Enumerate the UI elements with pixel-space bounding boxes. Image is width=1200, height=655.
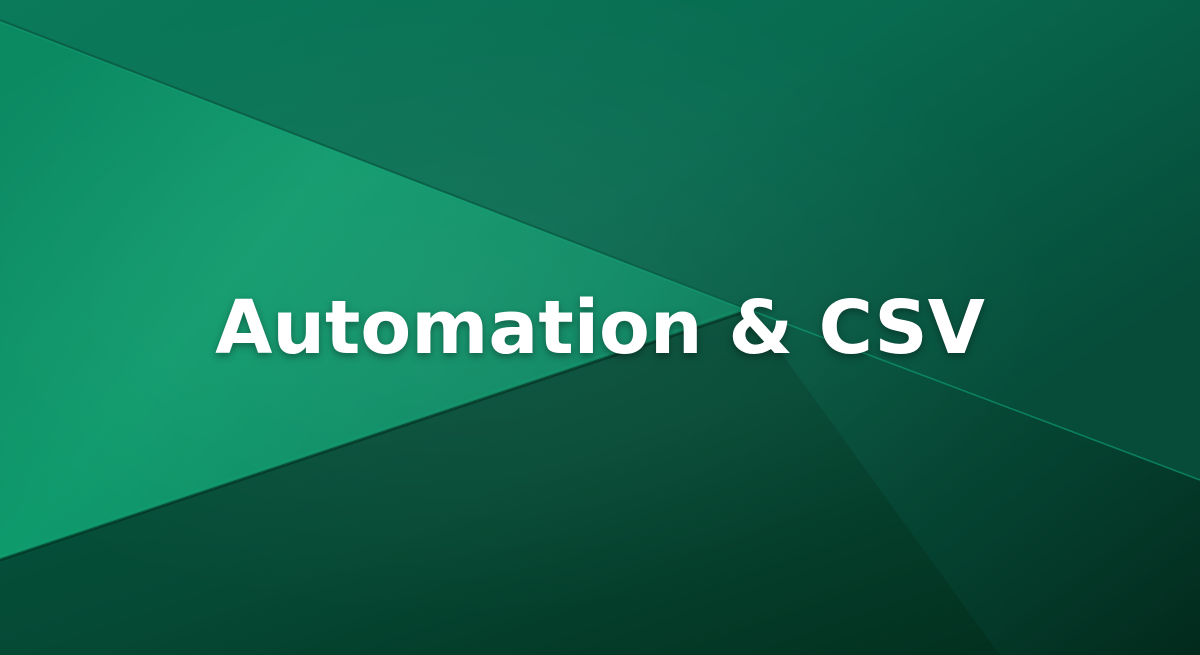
page-title-text: Automation & CSV bbox=[215, 284, 985, 371]
